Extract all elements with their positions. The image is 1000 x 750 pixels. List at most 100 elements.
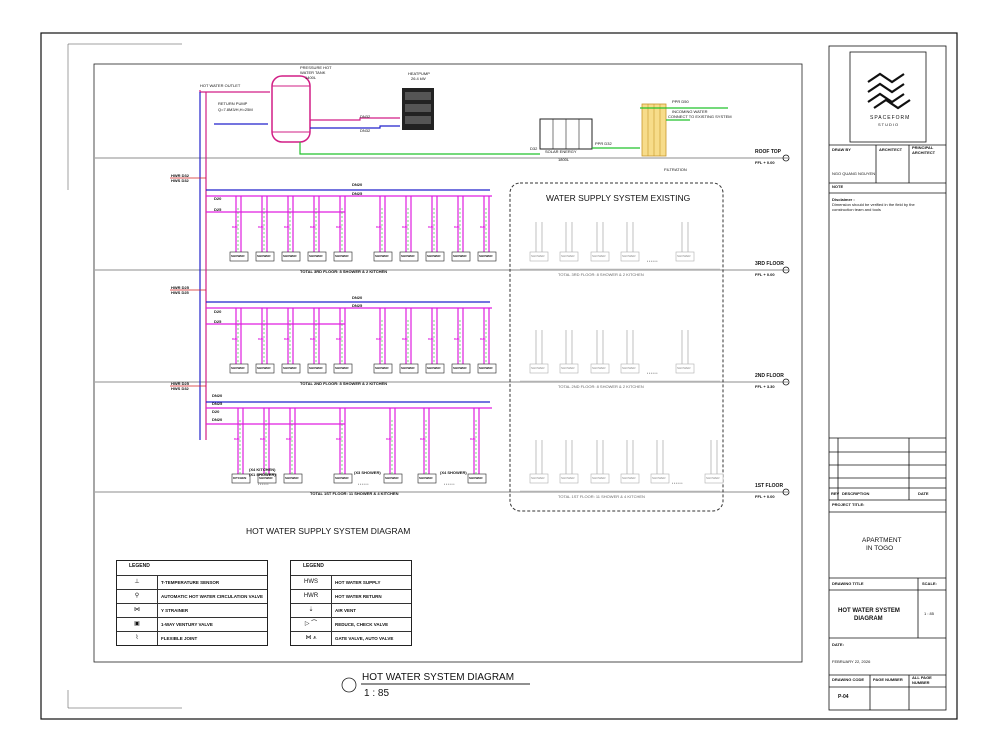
- floor-total: TOTAL 2ND FLOOR: 8 SHOWER & 2 KITCHEN: [300, 381, 388, 386]
- fixture-box: [281, 363, 301, 374]
- existing-fixture-label: SHOWER: [622, 366, 636, 370]
- legend-text: AIR VENT: [335, 608, 357, 613]
- legend-row: ⚲AUTOMATIC HOT WATER CIRCULATION VALVE: [117, 589, 267, 603]
- pipe-tag: D20: [232, 225, 238, 229]
- legend-symbol: ▣: [117, 618, 158, 631]
- pipe-tag: D20: [386, 437, 392, 441]
- existing-fixture: [529, 363, 549, 374]
- pipe-tag: D20: [428, 337, 434, 341]
- existing-fixture: [620, 251, 640, 262]
- pipe-tag: D20: [286, 437, 292, 441]
- project-name-1: APARTMENT: [862, 537, 902, 544]
- note-label: NOTE: [832, 184, 844, 189]
- existing-fixture: [620, 473, 640, 484]
- fixture-label: SHOWER: [375, 366, 389, 370]
- legend-row: ⌇FLEXIBLE JOINT: [117, 631, 267, 645]
- disclaimer-3: construction team and tools: [832, 207, 881, 212]
- fixture-label: SHOWER: [257, 366, 271, 370]
- pipe-size-label: DN20: [212, 417, 223, 422]
- pipe-tag: D20: [470, 437, 476, 441]
- fixture-label: SHOWER: [479, 366, 493, 370]
- existing-fixture-label: SHOWER: [652, 476, 666, 480]
- existing-fixture: [559, 251, 579, 262]
- existing-total: TOTAL 2ND FLOOR: 8 SHOWER & 2 KITCHEN: [558, 384, 644, 389]
- pipe-label-4: PPR D32: [595, 141, 612, 146]
- fixture-label: SHOWER: [427, 254, 441, 258]
- pipe-size-label: D20: [212, 409, 220, 414]
- legend-symbol: ⋈ ⩚: [291, 632, 332, 645]
- drawing-code-value: P-04: [838, 694, 849, 700]
- solar-tank: [539, 118, 593, 150]
- date-col-label: DATE: [918, 491, 929, 496]
- group-label: (X4 SHOWER): [440, 470, 467, 475]
- rev-label: REV: [831, 491, 840, 496]
- pipe-label-3: D32: [530, 146, 538, 151]
- pipe-tag: D20: [258, 337, 264, 341]
- legend-title: LEGEND: [129, 563, 150, 569]
- pipe-tag: D20: [454, 337, 460, 341]
- group-label: (X3 SHOWER): [354, 470, 381, 475]
- sheet-border: [40, 32, 958, 720]
- title-block: [828, 45, 947, 711]
- fixture-label: SHOWER: [259, 476, 273, 480]
- existing-ellipsis: • • • • • •: [647, 259, 658, 263]
- incoming-label-2: INCOMING WATER: [672, 109, 708, 114]
- level-ffl: FFL + 3.30: [755, 384, 775, 389]
- heatpump-label-2: 26.4 kW: [411, 76, 426, 81]
- fixture-box: [229, 251, 249, 262]
- side-label-hwr: HWR D32: [171, 173, 190, 178]
- tank-label-2: WATER TANK: [300, 70, 326, 75]
- existing-fixture-label: SHOWER: [592, 366, 606, 370]
- legend-row: ▣1-WAY VENTURY VALVE: [117, 617, 267, 631]
- fixture-box: [231, 473, 251, 484]
- existing-fixture-label: SHOWER: [592, 254, 606, 258]
- level-name: ROOF TOP: [755, 149, 782, 155]
- pipe-tag: D20: [428, 225, 434, 229]
- existing-fixture-label: SHOWER: [561, 476, 575, 480]
- pipe-tag: D20: [336, 225, 342, 229]
- level-name: 2ND FLOOR: [755, 373, 784, 379]
- caption-scale: 1 : 85: [364, 688, 390, 699]
- legend-symbol: HWR: [291, 590, 332, 603]
- existing-system-title: WATER SUPPLY SYSTEM EXISTING: [546, 193, 691, 203]
- legend-text: HOT WATER RETURN: [335, 594, 382, 599]
- level-ffl: FFL + 0.00: [755, 494, 775, 499]
- all-page-label-1: ALL PAGE: [912, 675, 932, 680]
- existing-ellipsis: • • • • • •: [647, 371, 658, 375]
- fixture-label: SHOWER: [427, 366, 441, 370]
- existing-fixture: [650, 473, 670, 484]
- existing-fixture-label: SHOWER: [706, 476, 720, 480]
- hot-water-outlet-label: HOT WATER OUTLET: [200, 83, 241, 88]
- side-label-hwr: HWR D25: [171, 381, 190, 386]
- fixture-box: [417, 473, 437, 484]
- diagram-main-title: HOT WATER SUPPLY SYSTEM DIAGRAM: [246, 526, 411, 536]
- pipe-tag: D20: [402, 337, 408, 341]
- pipe-size-label: DN25: [212, 401, 223, 406]
- tank-label-3: 1400L: [305, 75, 317, 80]
- pipe-tag: D20: [376, 337, 382, 341]
- caption-title: HOT WATER SYSTEM DIAGRAM: [362, 672, 515, 683]
- legend-text: AUTOMATIC HOT WATER CIRCULATION VALVE: [161, 594, 263, 599]
- all-page-label-2: NUMBER: [912, 680, 930, 685]
- filtration-unit: [641, 103, 667, 157]
- project-title-label: PROJECT TITLE:: [832, 502, 865, 507]
- pipe-tag: D20: [232, 337, 238, 341]
- fixture-label: SHOWER: [257, 254, 271, 258]
- drawn-by-label: DRAW BY: [832, 147, 851, 152]
- page-number-label: PAGE NUMBER: [873, 677, 903, 682]
- solar-label-1: SOLAR ENERGY: [545, 149, 577, 154]
- drawing-frame: [93, 63, 803, 663]
- fixture-box: [467, 473, 487, 484]
- existing-fixture: [559, 473, 579, 484]
- fixture-box: [383, 473, 403, 484]
- caption-marker: [341, 677, 357, 693]
- level-marker: [782, 154, 790, 162]
- pipe-tag: D20: [336, 337, 342, 341]
- pipe-tag: D20: [234, 437, 240, 441]
- floor-total: TOTAL 3RD FLOOR: 8 SHOWER & 2 KITCHEN: [300, 269, 388, 274]
- level-marker: [782, 266, 790, 274]
- fixture-box: [255, 363, 275, 374]
- existing-system-box: [509, 182, 724, 512]
- heatpump-unit: [402, 88, 434, 130]
